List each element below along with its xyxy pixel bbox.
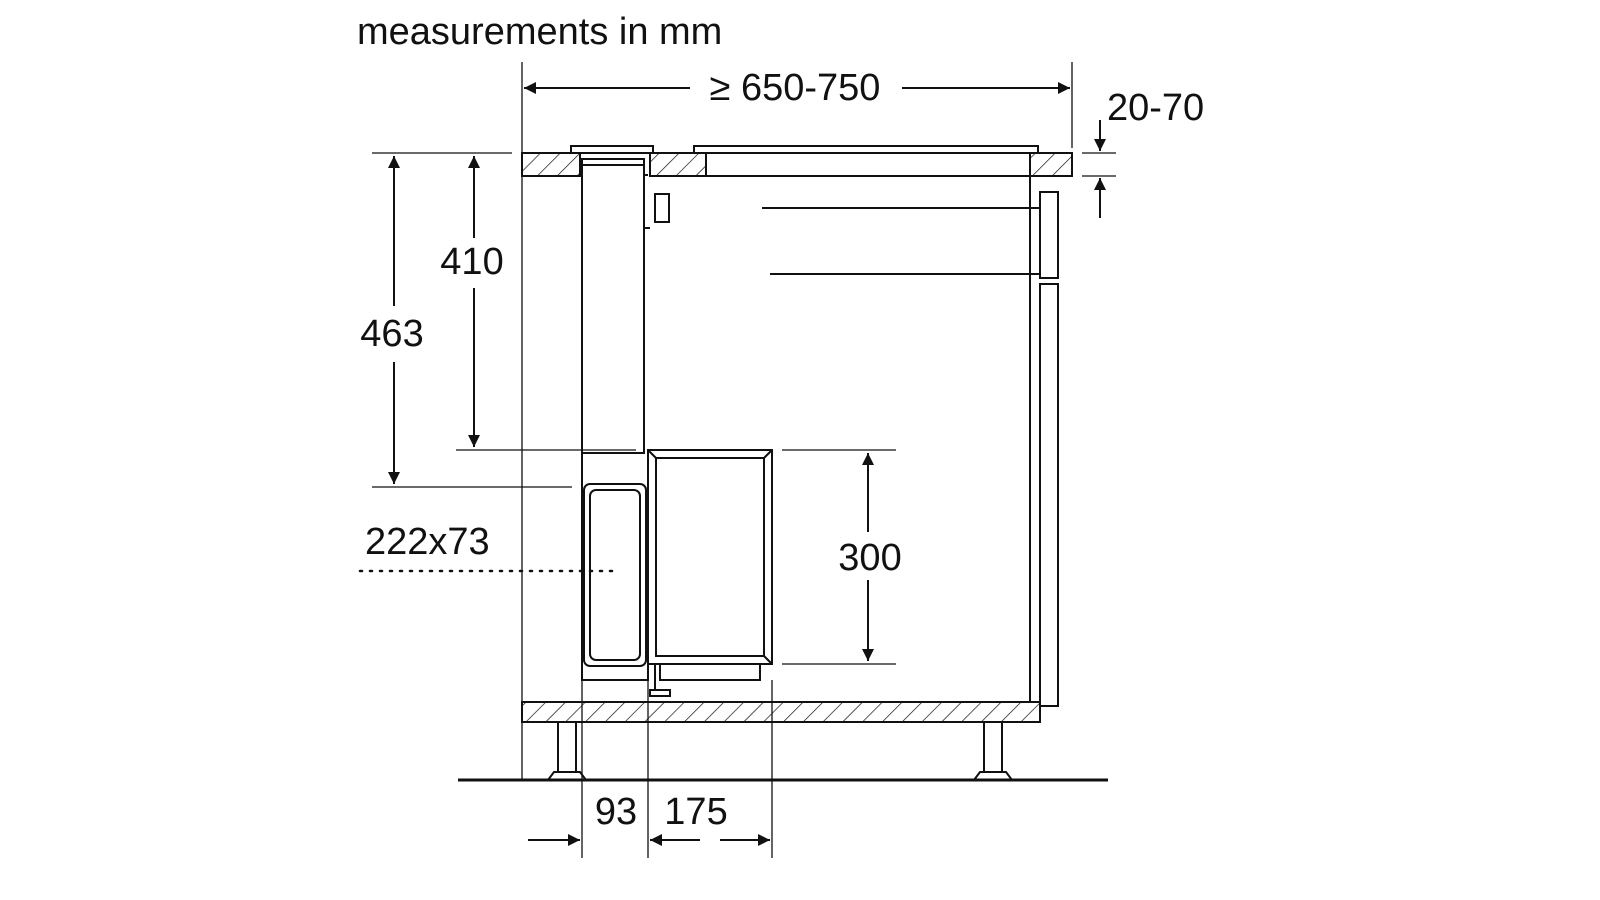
depth-dimensions: 93 175 bbox=[528, 680, 773, 858]
fan-unit bbox=[647, 449, 773, 681]
cooktop-glass bbox=[693, 145, 1039, 154]
cabinet-leg-left bbox=[546, 721, 588, 781]
cutout-label: 222x73 bbox=[365, 521, 490, 563]
depth-93-label: 93 bbox=[595, 791, 637, 833]
extraction-duct bbox=[581, 158, 671, 697]
height-410-label: 410 bbox=[440, 241, 503, 283]
height-300-label: 300 bbox=[838, 537, 901, 579]
door-front bbox=[1039, 283, 1059, 707]
drawer-front bbox=[1039, 191, 1059, 279]
width-dimension: ≥ 650-750 bbox=[521, 62, 1073, 780]
height-dimensions: 410 463 bbox=[360, 152, 636, 488]
worktop-thickness-dimension: 20-70 bbox=[1082, 87, 1204, 218]
height-463-label: 463 bbox=[360, 313, 423, 355]
worktop-thickness-label: 20-70 bbox=[1107, 87, 1204, 129]
width-label: ≥ 650-750 bbox=[710, 67, 881, 109]
diagram-title: measurements in mm bbox=[357, 11, 722, 53]
cutout-dimension: 222x73 bbox=[358, 521, 618, 573]
fan-height-dimension: 300 bbox=[782, 449, 902, 665]
cabinet-leg-right bbox=[972, 721, 1014, 781]
vent-grille bbox=[570, 145, 654, 154]
depth-175-label: 175 bbox=[664, 791, 727, 833]
cabinet bbox=[458, 176, 1108, 782]
worktop bbox=[521, 145, 1073, 177]
